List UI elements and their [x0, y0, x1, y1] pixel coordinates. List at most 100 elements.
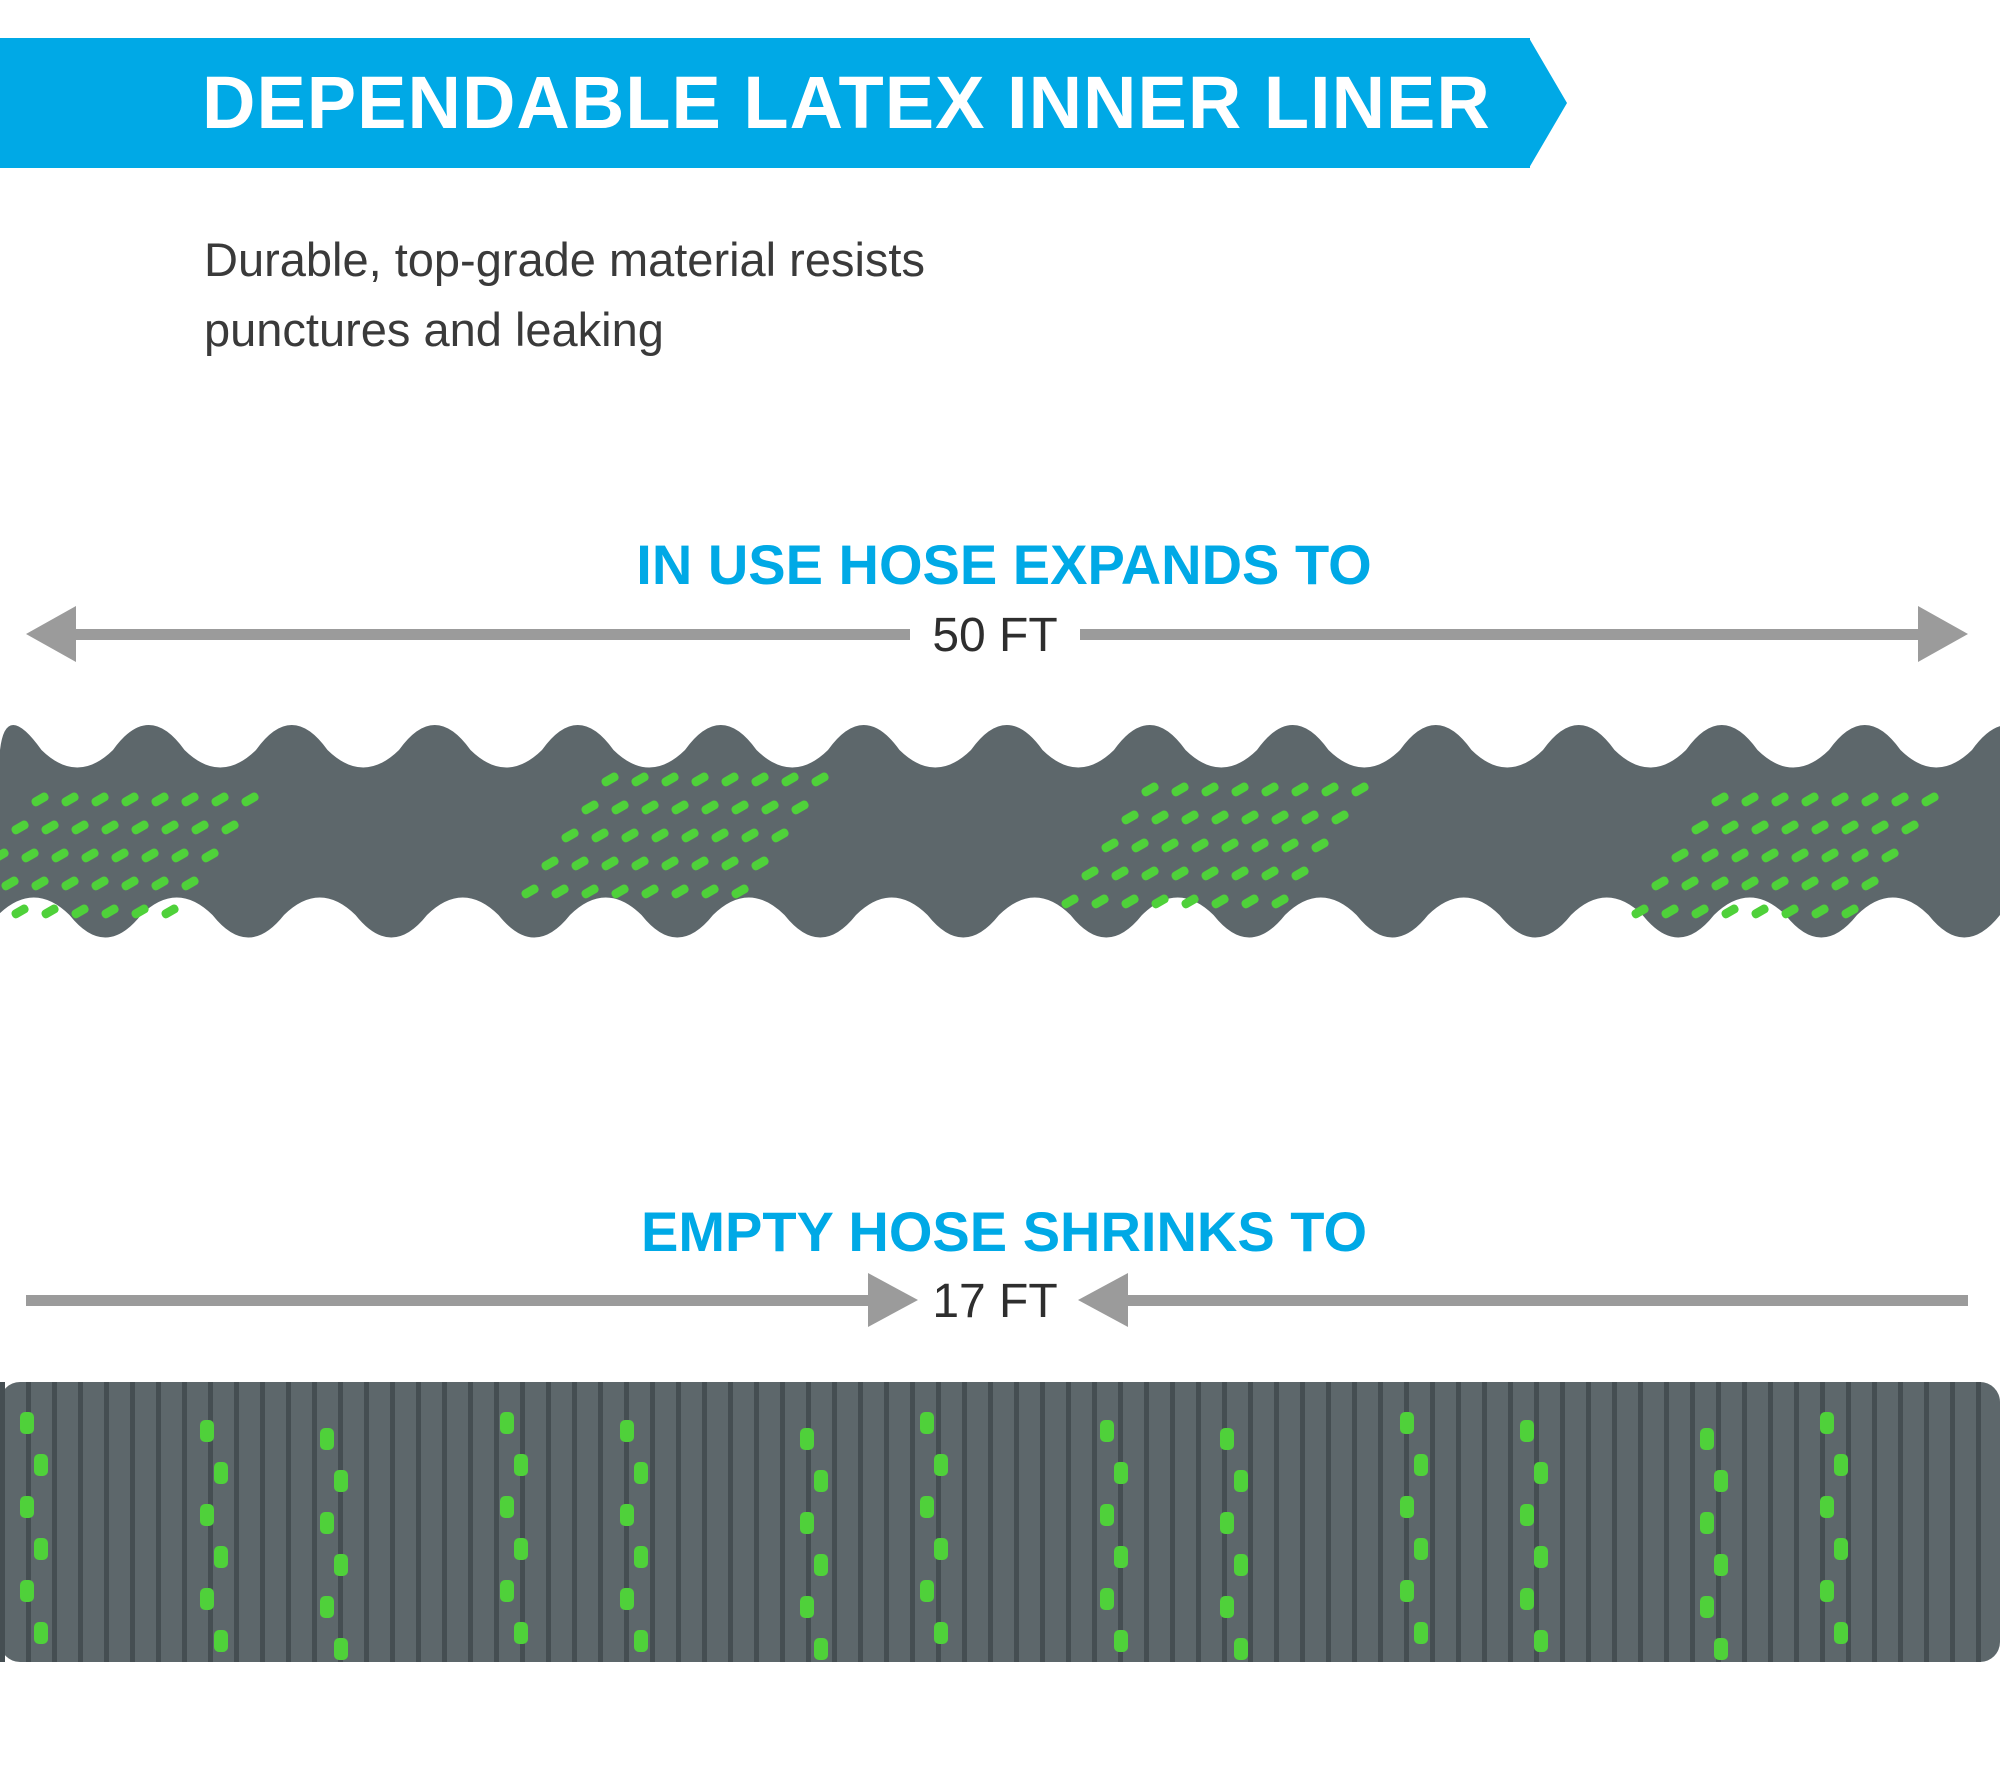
hose-rib — [130, 1382, 135, 1662]
green-stripe — [191, 820, 209, 835]
green-stripe — [101, 904, 119, 919]
hose-rib — [572, 1382, 577, 1662]
green-stripe — [500, 1412, 514, 1434]
green-stripe — [631, 856, 649, 871]
green-stripe — [701, 884, 719, 899]
green-stripe — [1311, 838, 1329, 853]
hose-rib — [1664, 1382, 1669, 1662]
hose-rib — [1638, 1382, 1643, 1662]
green-stripe — [121, 876, 139, 891]
green-stripe — [1121, 894, 1139, 909]
title-banner — [0, 38, 1530, 168]
green-stripe — [1181, 810, 1199, 825]
green-stripe — [1234, 1638, 1248, 1660]
green-stripe — [1661, 904, 1679, 919]
contracted-heading: EMPTY HOSE SHRINKS TO — [640, 1200, 1368, 1263]
green-stripe — [111, 848, 129, 863]
green-stripe — [611, 884, 629, 899]
green-stripe — [1520, 1420, 1534, 1442]
green-stripe — [1714, 1554, 1728, 1576]
green-stripe — [320, 1512, 334, 1534]
green-stripe — [591, 828, 609, 843]
green-stripe — [1811, 820, 1829, 835]
hose-rib — [1274, 1382, 1279, 1662]
green-stripe — [20, 1412, 34, 1434]
hose-rib — [468, 1382, 473, 1662]
green-stripe — [721, 772, 739, 787]
green-stripe — [1091, 894, 1109, 909]
hose-rib — [260, 1382, 265, 1662]
green-stripe — [1731, 848, 1749, 863]
green-stripe — [121, 792, 139, 807]
green-stripe — [1721, 820, 1739, 835]
hose-rib — [1014, 1382, 1019, 1662]
hose-rib — [442, 1382, 447, 1662]
green-stripe — [681, 828, 699, 843]
green-stripe — [711, 828, 729, 843]
green-stripe — [934, 1454, 948, 1476]
green-stripe — [1520, 1504, 1534, 1526]
green-stripe — [1861, 876, 1879, 891]
hose-rib — [832, 1382, 837, 1662]
green-stripe — [1651, 876, 1669, 891]
green-stripe — [1741, 792, 1759, 807]
green-stripe — [1, 876, 19, 891]
hose-rib — [1898, 1382, 1903, 1662]
green-stripe — [1161, 838, 1179, 853]
expanded-hose-image — [0, 725, 2000, 938]
green-stripe — [1751, 904, 1769, 919]
hose-rib — [1196, 1382, 1201, 1662]
green-stripe — [1220, 1512, 1234, 1534]
green-stripe — [761, 800, 779, 815]
green-stripe — [620, 1504, 634, 1526]
green-stripe — [771, 828, 789, 843]
green-stripe — [1841, 820, 1859, 835]
green-stripe — [631, 772, 649, 787]
hose-rib — [962, 1382, 967, 1662]
green-stripe — [31, 876, 49, 891]
green-stripe — [21, 848, 39, 863]
green-stripe — [800, 1596, 814, 1618]
green-stripe — [101, 820, 119, 835]
hose-rib — [1066, 1382, 1071, 1662]
green-stripe — [1281, 838, 1299, 853]
green-stripe — [571, 856, 589, 871]
green-stripe — [81, 848, 99, 863]
green-stripe — [581, 884, 599, 899]
green-stripe — [211, 792, 229, 807]
green-stripe — [1801, 792, 1819, 807]
left-arrow-head-icon — [26, 606, 76, 662]
green-stripe — [1141, 866, 1159, 881]
green-stripe — [514, 1538, 528, 1560]
hose-rib — [1300, 1382, 1305, 1662]
green-stripe — [721, 856, 739, 871]
green-stripe — [161, 904, 179, 919]
green-stripe — [1291, 866, 1309, 881]
green-stripe — [1141, 782, 1159, 797]
green-stripe — [20, 1580, 34, 1602]
green-stripe — [1711, 792, 1729, 807]
green-stripe — [601, 856, 619, 871]
green-stripe — [334, 1470, 348, 1492]
hose-rib — [1170, 1382, 1175, 1662]
green-stripe — [800, 1428, 814, 1450]
green-stripe — [141, 848, 159, 863]
green-stripe — [1691, 820, 1709, 835]
green-stripe — [620, 1588, 634, 1610]
green-stripe — [41, 820, 59, 835]
contracted-hose-image — [0, 1382, 2000, 1662]
green-stripe — [1714, 1470, 1728, 1492]
green-stripe — [1881, 848, 1899, 863]
hose-rib — [546, 1382, 551, 1662]
expanded-heading: IN USE HOSE EXPANDS TO — [636, 533, 1372, 596]
right-arrow-head-icon — [1918, 606, 1968, 662]
green-stripe — [320, 1596, 334, 1618]
green-stripe — [1771, 876, 1789, 891]
green-stripe — [214, 1630, 228, 1652]
hose-rib — [1326, 1382, 1331, 1662]
hose-rib — [156, 1382, 161, 1662]
right-arrow-shaft — [1080, 629, 1930, 640]
green-stripe — [1211, 894, 1229, 909]
green-stripe — [1834, 1622, 1848, 1644]
hose-rib — [364, 1382, 369, 1662]
